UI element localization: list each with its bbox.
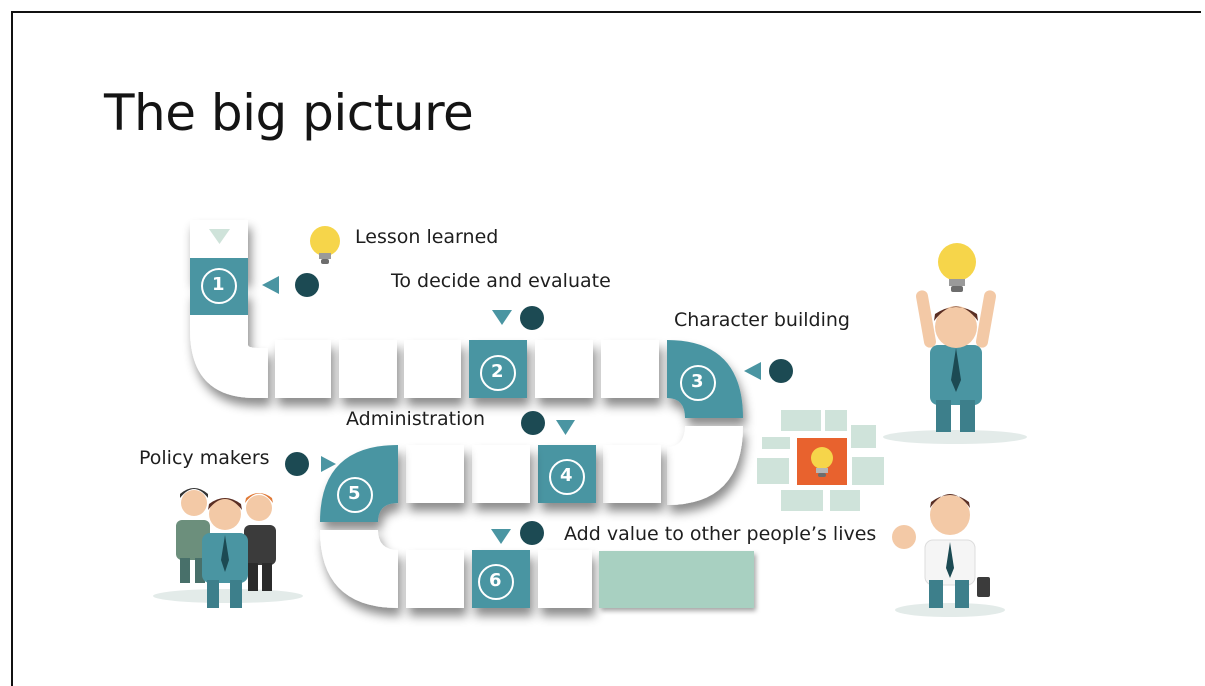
label-policy-makers: Policy makers — [139, 447, 270, 469]
row2-tile — [472, 445, 530, 503]
label-administration: Administration — [346, 408, 486, 430]
step-number-rings — [201, 268, 716, 600]
curve-tile-top-left — [190, 290, 268, 398]
step-3-number: 3 — [691, 371, 704, 392]
character-building-person-illustration — [883, 243, 1027, 444]
step-3-tile — [667, 340, 743, 418]
start-arrow-icon — [209, 229, 230, 244]
step-1-tile — [190, 258, 248, 315]
pointer-dot — [285, 452, 309, 476]
finish-bar — [599, 551, 754, 608]
row1-tile — [601, 340, 659, 398]
path-row-2 — [320, 426, 743, 522]
row1-tile — [275, 340, 331, 398]
pointer-dot — [520, 306, 544, 330]
row2-tile — [406, 445, 464, 503]
lightbulb-icon — [310, 226, 340, 264]
thumbs-up-person-illustration — [892, 494, 1005, 617]
slide-title: The big picture — [104, 84, 474, 142]
row2-tile — [603, 445, 661, 503]
step-6-number: 6 — [489, 570, 502, 591]
pointer-arrow-icon — [492, 310, 512, 325]
brick-wall-with-bulb — [757, 410, 884, 511]
step-2-tile — [469, 340, 527, 398]
step-5-number: 5 — [348, 483, 361, 504]
row1-tile — [535, 340, 593, 398]
label-character-building: Character building — [674, 309, 850, 331]
pointer-arrow-icon — [491, 529, 511, 544]
step-2-number: 2 — [491, 361, 504, 382]
row3-tile — [538, 550, 592, 608]
slide-frame — [11, 11, 1201, 686]
label-add-value: Add value to other people’s lives — [564, 523, 877, 545]
pointer-markers — [262, 273, 793, 545]
curve-tile-bottom-left — [320, 530, 398, 608]
pointer-dot — [295, 273, 319, 297]
row1-tile — [404, 340, 461, 398]
step-1-number: 1 — [212, 274, 225, 295]
policy-makers-people-illustration — [153, 488, 303, 608]
pointer-arrow-icon — [556, 420, 575, 435]
curve-tile-right — [667, 426, 743, 505]
step-4-number: 4 — [560, 465, 573, 486]
pointer-arrow-icon — [262, 276, 279, 294]
pointer-arrow-icon — [744, 362, 761, 380]
pointer-dot — [521, 411, 545, 435]
pointer-dot — [769, 359, 793, 383]
label-decide-evaluate: To decide and evaluate — [391, 270, 611, 292]
path-row-1 — [190, 220, 743, 418]
label-lesson-learned: Lesson learned — [355, 226, 499, 248]
row1-tile — [339, 340, 397, 398]
pointer-arrow-icon — [321, 456, 336, 472]
pointer-dot — [520, 521, 544, 545]
row3-tile — [406, 550, 464, 608]
